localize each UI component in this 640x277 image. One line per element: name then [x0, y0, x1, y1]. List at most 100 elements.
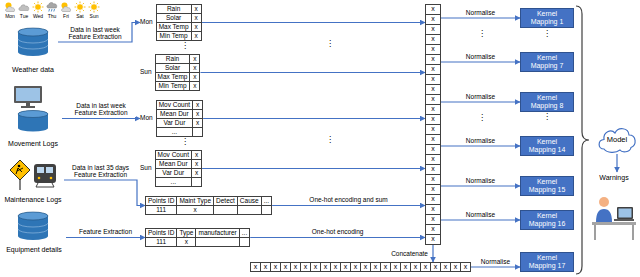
vector-cell: x: [341, 262, 351, 272]
movement-monitor: [14, 86, 42, 103]
table-cell: Type: [177, 229, 196, 238]
feature-table: SunRainxSolarxMax TempxMin Tempx: [140, 54, 200, 91]
table-cell: [262, 206, 272, 215]
vector-cell: x: [381, 262, 391, 272]
weather-icons: [62, 3, 71, 12]
edge-label: Data in last 35 days Feature Extraction: [63, 164, 139, 178]
vector-cell: x: [425, 85, 441, 95]
feature-table: SunMov CountxMean DurxVar Durx...: [140, 150, 202, 187]
feature-table: Points IDMaint TypeDetectCause...111x: [145, 196, 272, 215]
table-cell: ...: [157, 128, 193, 137]
edge-label: Normalise: [465, 177, 496, 184]
kernel-label: Kernel Mapping 16: [524, 212, 570, 227]
table-cell: Max Temp: [156, 73, 191, 82]
vector-cell: x: [411, 262, 421, 272]
weather-database: [18, 28, 48, 56]
vector-cell: x: [425, 185, 441, 195]
table-cell: Maint Type: [177, 197, 214, 206]
kernel-box: Kernel Mapping 1: [520, 8, 574, 28]
edge-label: Normalise: [465, 9, 496, 16]
kernel-label: Kernel Mapping 8: [524, 94, 570, 109]
day-label: Mon: [140, 19, 153, 26]
flow-arrow: [202, 168, 425, 169]
equipment-source: Equipment details: [2, 210, 66, 254]
feature-table: MonMov CountxMean DurxVar Durx...: [140, 100, 203, 137]
train-icon: [46, 167, 53, 173]
feature-table: Points IDTypemanufacturer...111x: [145, 228, 250, 247]
edge-label: Normalise: [465, 211, 496, 218]
vector-cell: x: [425, 145, 441, 155]
kernel-label: Kernel Mapping 14: [524, 138, 570, 153]
day-label: Fri: [63, 14, 69, 19]
merge-bracket: [576, 6, 589, 274]
table-grid: Mov CountxMean DurxVar Durx...: [155, 150, 202, 187]
vector-cell: x: [311, 262, 321, 272]
feature-table: MonRainxSolarxMax TempxMin Tempx: [140, 4, 202, 41]
table-cell: x: [190, 82, 200, 91]
vector-cell: x: [425, 45, 441, 55]
user-at-computer: [617, 207, 633, 219]
flow-arrow: [432, 245, 433, 262]
output-label: Warnings: [590, 172, 638, 182]
flow-arrow: [441, 17, 520, 18]
table-cell: Solar: [156, 64, 191, 73]
table-cell: [196, 238, 239, 247]
table-cell: x: [192, 169, 202, 178]
table-grid: RainxSolarxMax TempxMin Tempx: [155, 54, 201, 91]
user-at-computer: [599, 197, 609, 207]
kernel-box: Kernel Mapping 14: [520, 136, 574, 156]
vector-cell: x: [281, 262, 291, 272]
maintenance-sign: [10, 160, 30, 190]
table-cell: [238, 206, 262, 215]
vector-cell: x: [425, 205, 441, 215]
weather-database: [18, 39, 48, 49]
flow-arrow: [203, 118, 425, 119]
weather-database: [18, 28, 48, 36]
table-grid: RainxSolarxMax TempxMin Tempx: [156, 4, 202, 41]
vector-cell: x: [371, 262, 381, 272]
kernel-box: Kernel Mapping 16: [520, 210, 574, 230]
flow-arrow: [202, 22, 425, 23]
vector-cell: x: [425, 55, 441, 65]
ellipsis-dots: ⋮: [478, 30, 486, 38]
table-cell: x: [190, 55, 200, 64]
vector-cell: x: [321, 262, 331, 272]
table-cell: x: [193, 119, 203, 128]
user-at-computer: [614, 219, 634, 221]
movement-database: [18, 111, 48, 132]
weather-icons: [6, 3, 15, 12]
edge-label: Normalise: [465, 137, 496, 144]
vector-cell: x: [251, 262, 261, 272]
train-icon: [52, 183, 54, 187]
table-cell: Mean Dur: [156, 160, 192, 169]
table-cell: Detect: [214, 197, 238, 206]
train-icon: [36, 187, 54, 188]
vector-cell: x: [425, 25, 441, 35]
vector-cell: x: [301, 262, 311, 272]
vector-cell: x: [401, 262, 411, 272]
vector-cell: x: [391, 262, 401, 272]
flow-arrow: [441, 185, 520, 186]
vector-cell: x: [425, 195, 441, 205]
vector-cell: x: [425, 215, 441, 225]
weather-icons: [33, 2, 44, 13]
flow-arrow: [66, 237, 145, 238]
vector-cell: x: [291, 262, 301, 272]
table-cell: x: [190, 64, 200, 73]
weather-icons: [6, 2, 100, 13]
vector-cell: x: [425, 15, 441, 25]
flow-arrow: [471, 266, 520, 267]
table-cell: x: [192, 14, 202, 23]
day-label: Thu: [48, 14, 57, 19]
flow-arrow: [441, 145, 520, 146]
kernel-box: Kernel Mapping 15: [520, 176, 574, 196]
user-at-computer: [592, 197, 636, 240]
vector-cell: x: [425, 225, 441, 235]
vector-cell: x: [425, 35, 441, 45]
model-label: Model: [607, 135, 627, 144]
vector-cell: x: [421, 262, 431, 272]
flow-arrow: [62, 118, 140, 119]
table-cell: [193, 128, 203, 137]
vector-cell: x: [425, 155, 441, 165]
